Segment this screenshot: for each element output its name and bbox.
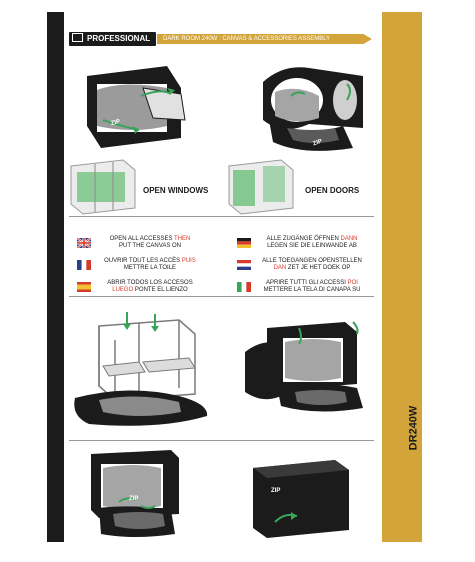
tent-front-flap-illustration: [91, 450, 179, 537]
frame-doors-illustration: [228, 159, 294, 215]
tent-open-doors-illustration: [263, 67, 363, 151]
page-title: DARK ROOM 240W : CANVAS & ACCESSORIES AS…: [163, 36, 331, 42]
open-doors-caption: OPEN DOORS: [305, 186, 360, 195]
open-windows-caption: OPEN WINDOWS: [143, 186, 209, 195]
italy-flag-icon: [237, 282, 251, 292]
spain-flag-icon: [77, 282, 91, 292]
france-flag-icon: [77, 260, 91, 270]
frame-windows-illustration: [70, 159, 136, 215]
divider-top: [69, 216, 374, 217]
right-sidebar: [382, 12, 422, 542]
germany-flag-icon: [237, 238, 251, 248]
document-icon: [72, 33, 83, 42]
netherlands-flag-icon: [237, 260, 251, 270]
frame-with-canvas-illustration: [74, 312, 208, 426]
divider-bottom: [69, 440, 374, 441]
header: PROFESSIONAL DARK ROOM 240W : CANVAS & A…: [69, 32, 374, 46]
divider-middle: [69, 296, 374, 297]
zip-label: ZIP: [271, 488, 281, 494]
uk-flag-icon: [77, 238, 91, 248]
badge-label: PROFESSIONAL: [87, 34, 151, 43]
tent-closed-illustration: [253, 460, 349, 538]
header-title-strip: DARK ROOM 240W : CANVAS & ACCESSORIES AS…: [157, 34, 372, 44]
left-black-bar: [47, 12, 64, 542]
model-label: DR240W: [407, 405, 420, 451]
zip-label: ZIP: [129, 496, 139, 502]
professional-badge: PROFESSIONAL: [69, 32, 157, 46]
instruction-page: DR240W PROFESSIONAL DARK ROOM 240W : CAN…: [47, 12, 422, 542]
tent-doors-flap-illustration: [245, 321, 363, 412]
tent-open-windows-illustration: [87, 66, 186, 148]
